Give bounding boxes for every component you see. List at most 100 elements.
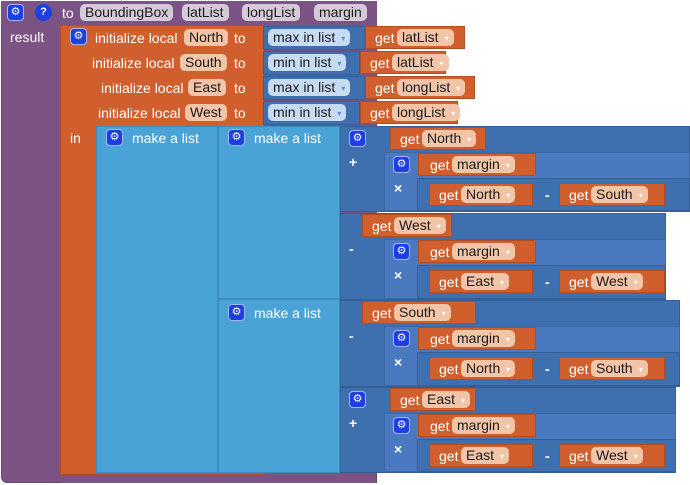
param-longList[interactable]: longList [242,4,301,21]
dropdown-arrow-icon: ▾ [500,277,505,287]
make-list-label: make a list [254,130,321,146]
initialize-local-label: initialize local [92,55,175,71]
in-label: in [70,130,81,146]
list-func-dropdown[interactable]: min in list▾ [268,54,347,71]
dropdown-arrow-icon: ▾ [505,421,510,431]
multiply-gear-icon[interactable]: ⚙ [393,330,410,347]
local-name-west[interactable]: West [185,104,227,121]
minus-label: - [545,274,550,290]
dropdown-arrow-icon: ▾ [341,33,346,43]
mutator-gear-icon[interactable]: ⚙ [7,4,24,21]
get-var-dropdown[interactable]: latList▾ [397,29,454,46]
get-var-dropdown[interactable]: East▾ [422,391,471,408]
multiply-gear-icon[interactable]: ⚙ [393,156,410,173]
make-list-label: make a list [254,305,321,321]
get-label: get [569,361,589,377]
local-mutator-gear-icon[interactable]: ⚙ [70,28,87,45]
make-list-gear-icon[interactable]: ⚙ [228,129,245,146]
to-label: to [234,105,246,121]
dropdown-arrow-icon: ▾ [638,364,643,374]
get-var-dropdown[interactable]: margin▾ [452,243,515,260]
dropdown-arrow-icon: ▾ [441,308,446,318]
get-var-dropdown[interactable]: South▾ [591,186,648,203]
get-label: get [569,448,589,464]
times-label: × [394,180,403,196]
operator-label: + [349,154,358,170]
initialize-local-label: initialize local [95,30,178,46]
get-var-dropdown[interactable]: North▾ [422,130,477,147]
list-func-dropdown[interactable]: max in list▾ [268,29,351,46]
param-margin[interactable]: margin [314,4,367,21]
get-var-dropdown[interactable]: longList▾ [392,104,461,121]
procedure-name-field[interactable]: BoundingBox [80,4,174,21]
get-var-dropdown[interactable]: longList▾ [397,79,466,96]
get-label: get [375,30,395,46]
get-label: get [430,331,450,347]
multiply-gear-icon[interactable]: ⚙ [393,243,410,260]
to-keyword: to [62,5,74,21]
dropdown-arrow-icon: ▾ [444,33,449,43]
make-a-list-inner-2[interactable] [218,299,340,473]
get-label: get [430,244,450,260]
dropdown-arrow-icon: ▾ [500,451,505,461]
dropdown-arrow-icon: ▾ [633,277,638,287]
dropdown-arrow-icon: ▾ [461,395,466,405]
dropdown-arrow-icon: ▾ [505,334,510,344]
get-var-dropdown[interactable]: margin▾ [452,417,515,434]
get-var-dropdown[interactable]: West▾ [394,217,446,234]
get-label: get [439,274,459,290]
get-var-dropdown[interactable]: East▾ [461,273,510,290]
get-label: get [372,218,392,234]
dropdown-arrow-icon: ▾ [505,247,510,257]
times-label: × [394,267,403,283]
operator-label: - [349,241,354,257]
local-name-south[interactable]: South [180,54,227,71]
get-var-dropdown[interactable]: North▾ [461,360,516,377]
get-var-dropdown[interactable]: East▾ [461,447,510,464]
op-gear-icon[interactable]: ⚙ [349,130,366,147]
get-label: get [439,361,459,377]
dropdown-arrow-icon: ▾ [337,58,342,68]
multiply-gear-icon[interactable]: ⚙ [393,417,410,434]
get-label: get [439,448,459,464]
op-gear-icon[interactable]: ⚙ [349,391,366,408]
dropdown-arrow-icon: ▾ [456,83,461,93]
initialize-local-label: initialize local [101,80,184,96]
make-list-gear-icon[interactable]: ⚙ [106,129,123,146]
get-label: get [430,157,450,173]
list-func-dropdown[interactable]: max in list▾ [268,79,351,96]
dropdown-arrow-icon: ▾ [506,190,511,200]
get-var-dropdown[interactable]: margin▾ [452,156,515,173]
minus-label: - [545,361,550,377]
to-label: to [234,55,246,71]
dropdown-arrow-icon: ▾ [505,160,510,170]
param-latList[interactable]: latList [182,4,229,21]
help-icon[interactable]: ? [35,4,52,21]
get-var-dropdown[interactable]: West▾ [591,447,643,464]
dropdown-arrow-icon: ▾ [337,108,342,118]
get-var-dropdown[interactable]: South▾ [394,304,451,321]
get-label: get [569,274,589,290]
get-var-dropdown[interactable]: North▾ [461,186,516,203]
make-list-gear-icon[interactable]: ⚙ [228,304,245,321]
get-label: get [370,105,390,121]
get-label: get [400,392,420,408]
local-name-east[interactable]: East [188,79,227,96]
operator-label: - [349,328,354,344]
get-var-dropdown[interactable]: latList▾ [392,54,449,71]
get-label: get [439,187,459,203]
list-func-dropdown[interactable]: min in list▾ [268,104,347,121]
times-label: × [394,354,403,370]
get-var-dropdown[interactable]: margin▾ [452,330,515,347]
get-label: get [400,131,420,147]
operator-label: + [349,415,358,431]
to-label: to [234,30,246,46]
get-var-dropdown[interactable]: West▾ [591,273,643,290]
local-name-north[interactable]: North [184,29,229,46]
make-a-list-outer[interactable] [96,126,218,473]
get-label: get [372,305,392,321]
dropdown-arrow-icon: ▾ [439,58,444,68]
make-a-list-inner-1[interactable] [218,126,340,299]
dropdown-arrow-icon: ▾ [467,134,472,144]
get-var-dropdown[interactable]: South▾ [591,360,648,377]
